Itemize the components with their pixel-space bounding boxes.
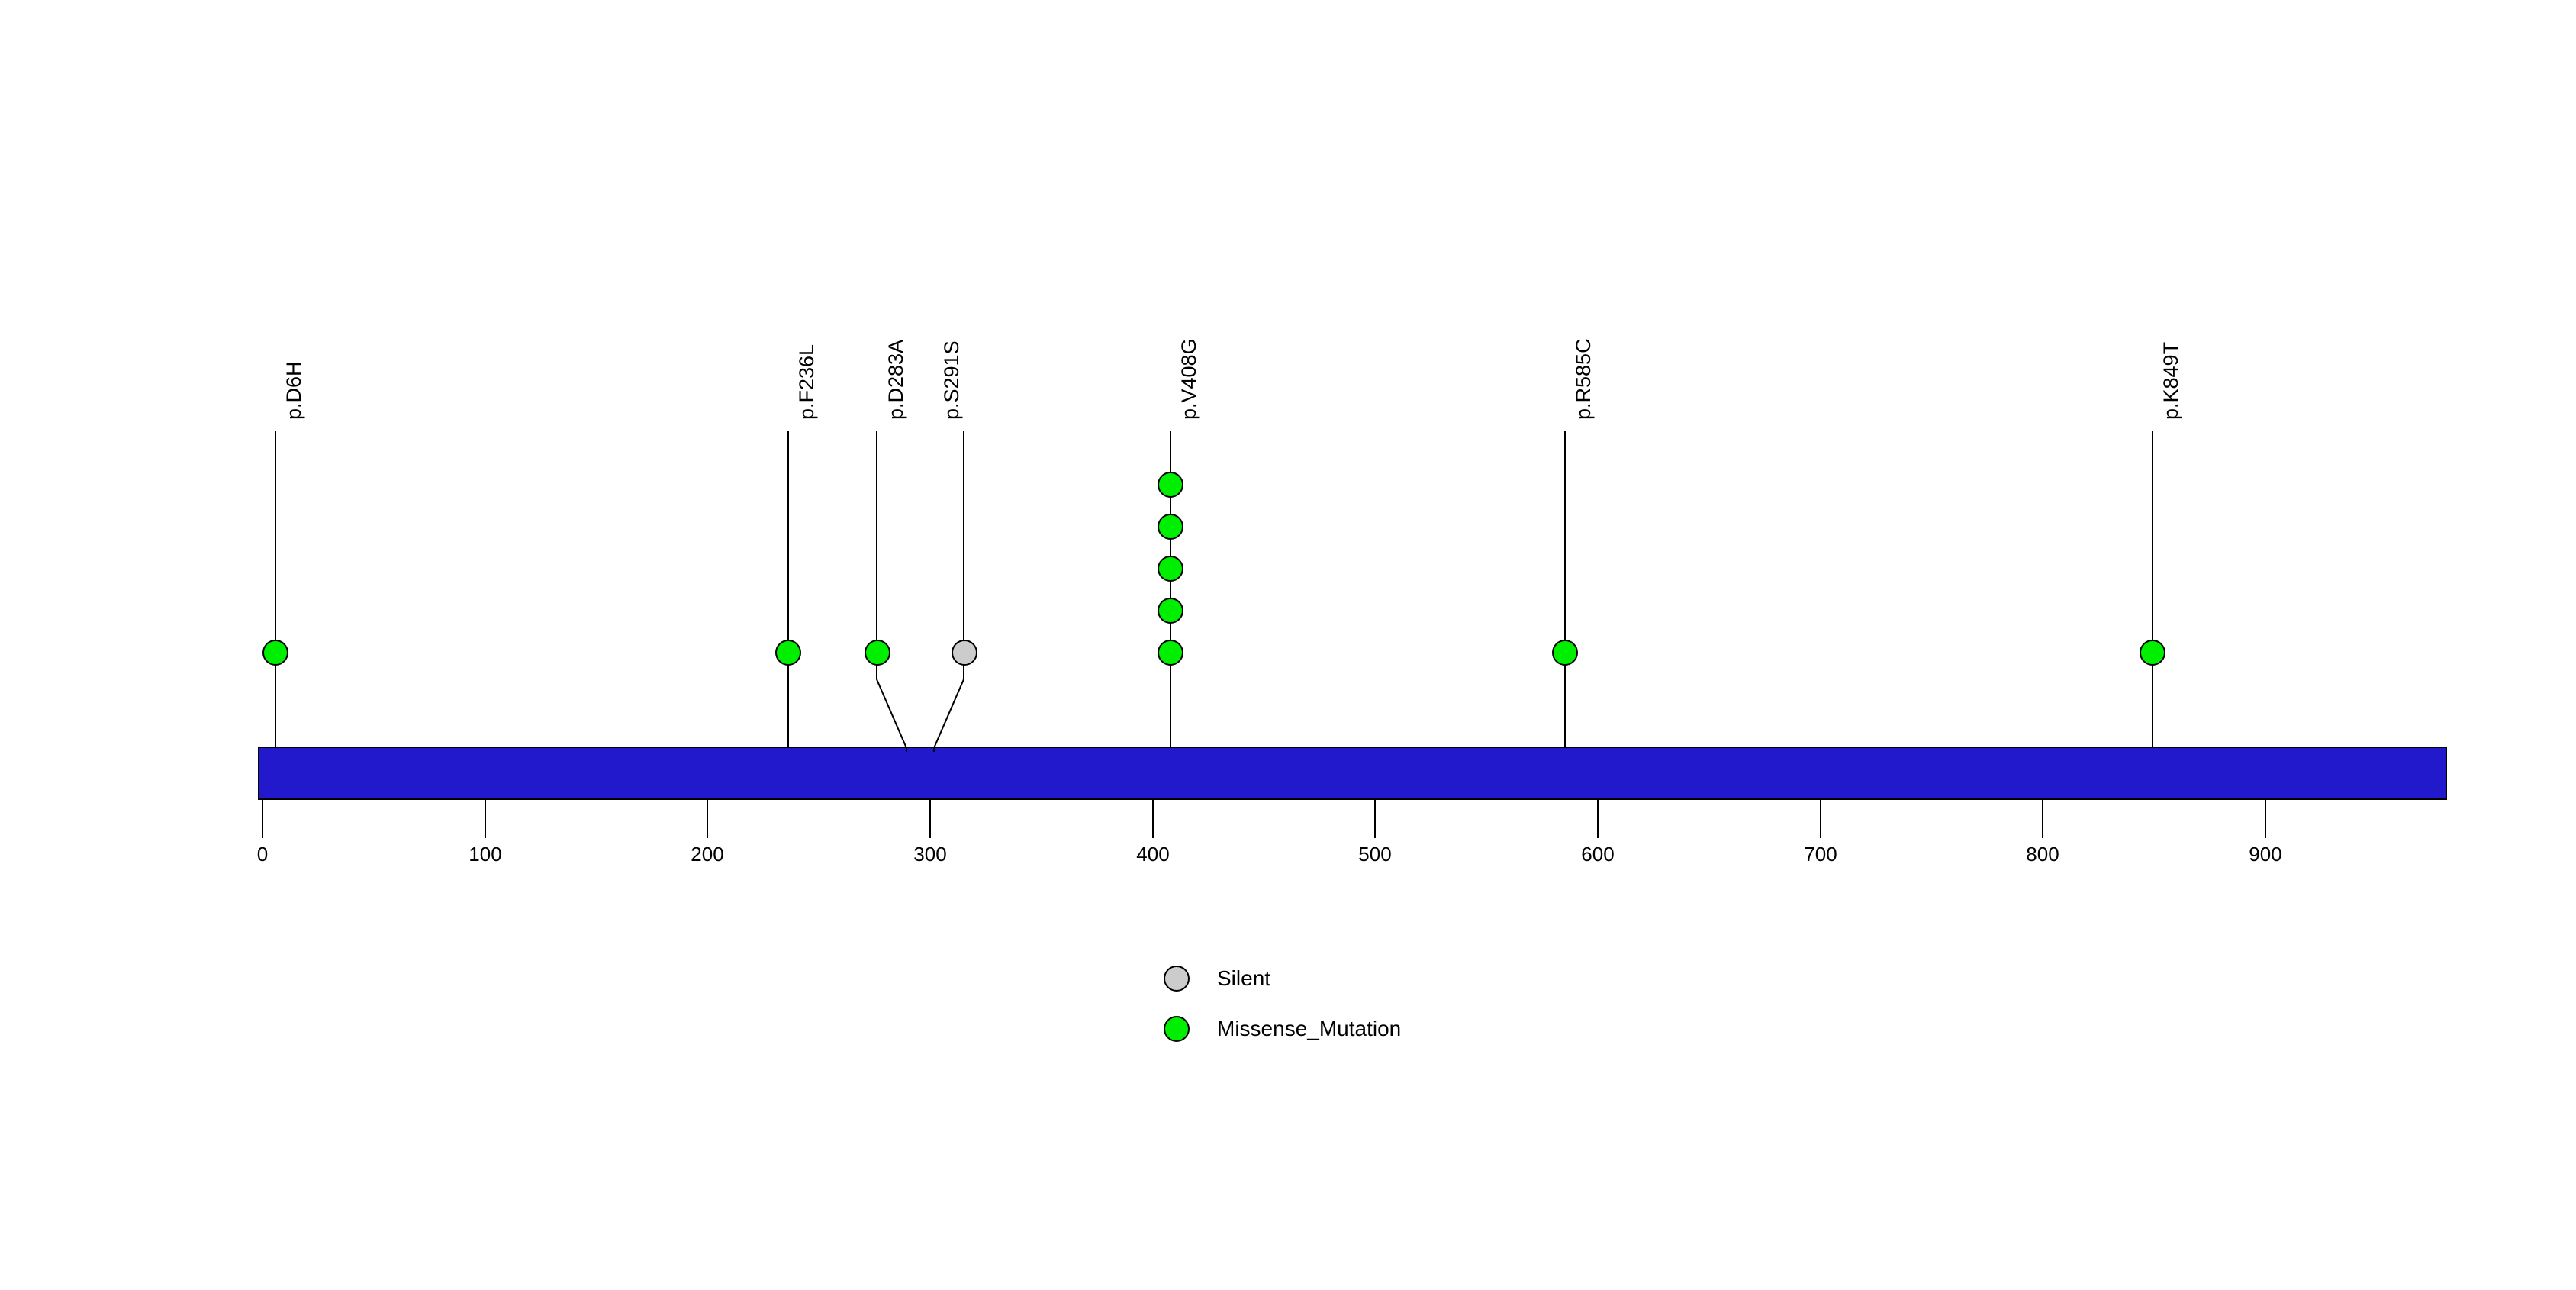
legend-item-silent[interactable]: Silent xyxy=(1164,966,1270,992)
axis-tick-label-700: 700 xyxy=(1804,843,1837,866)
legend-item-missense[interactable]: Missense_Mutation xyxy=(1164,1016,1401,1042)
lollipop-marker-p-V408G-3[interactable] xyxy=(1158,556,1183,582)
lollipop-stem-p-K849T xyxy=(2152,431,2153,747)
lollipop-stem-p-F236L xyxy=(787,431,789,747)
axis-tick-700 xyxy=(1820,800,1821,838)
axis-tick-label-300: 300 xyxy=(913,843,947,866)
legend-label-missense: Missense_Mutation xyxy=(1217,1017,1402,1040)
legend-swatch-missense-icon xyxy=(1164,1016,1190,1042)
axis-tick-600 xyxy=(1597,800,1599,838)
lollipop-marker-p-S291S[interactable] xyxy=(952,640,977,666)
lollipop-label-p-K849T: p.K849T xyxy=(2159,341,2182,420)
lollipop-marker-p-K849T[interactable] xyxy=(2140,640,2165,666)
axis-tick-label-500: 500 xyxy=(1358,843,1392,866)
lollipop-marker-p-R585C[interactable] xyxy=(1552,640,1578,666)
lollipop-marker-p-V408G-4[interactable] xyxy=(1158,514,1183,540)
lollipop-label-p-D283A: p.D283A xyxy=(884,339,907,420)
lollipop-marker-p-F236L[interactable] xyxy=(775,640,801,666)
axis-tick-500 xyxy=(1374,800,1376,838)
legend-label-silent: Silent xyxy=(1217,966,1271,990)
axis-tick-300 xyxy=(929,800,931,838)
axis-tick-200 xyxy=(707,800,708,838)
lollipop-marker-p-V408G-1[interactable] xyxy=(1158,640,1183,666)
axis-tick-900 xyxy=(2265,800,2266,838)
axis-tick-label-900: 900 xyxy=(2249,843,2282,866)
axis-tick-label-100: 100 xyxy=(469,843,502,866)
axis-tick-label-400: 400 xyxy=(1136,843,1170,866)
axis-tick-label-800: 800 xyxy=(2026,843,2059,866)
lollipop-marker-p-D283A[interactable] xyxy=(865,640,890,666)
axis-tick-label-600: 600 xyxy=(1581,843,1615,866)
axis-tick-label-0: 0 xyxy=(256,843,269,866)
lollipop-marker-p-V408G-2[interactable] xyxy=(1158,598,1183,624)
axis-tick-100 xyxy=(485,800,486,838)
lollipop-stem-p-V408G xyxy=(1170,431,1171,747)
lollipop-label-p-F236L: p.F236L xyxy=(795,343,818,420)
lollipop-stem-p-D6H xyxy=(275,431,276,747)
lollipop-stem-p-D283A xyxy=(876,431,907,752)
axis-tick-400 xyxy=(1152,800,1154,838)
lollipop-stem-p-R585C xyxy=(1564,431,1566,747)
lollipop-label-p-D6H: p.D6H xyxy=(282,361,305,420)
axis-tick-0 xyxy=(262,800,263,838)
lollipop-label-p-R585C: p.R585C xyxy=(1572,338,1595,420)
axis-tick-800 xyxy=(2042,800,2043,838)
lollipop-label-p-S291S: p.S291S xyxy=(940,340,963,420)
lollipop-marker-p-V408G-5[interactable] xyxy=(1158,472,1183,498)
lollipop-stem-p-S291S xyxy=(933,431,964,752)
legend-swatch-silent-icon xyxy=(1164,966,1190,992)
lollipop-label-p-V408G: p.V408G xyxy=(1177,338,1200,420)
lollipop-marker-p-D6H[interactable] xyxy=(262,640,288,666)
legend: Silent Missense_Mutation xyxy=(1164,966,1545,1065)
axis-tick-label-200: 200 xyxy=(691,843,724,866)
protein-backbone-bar xyxy=(258,747,2447,800)
